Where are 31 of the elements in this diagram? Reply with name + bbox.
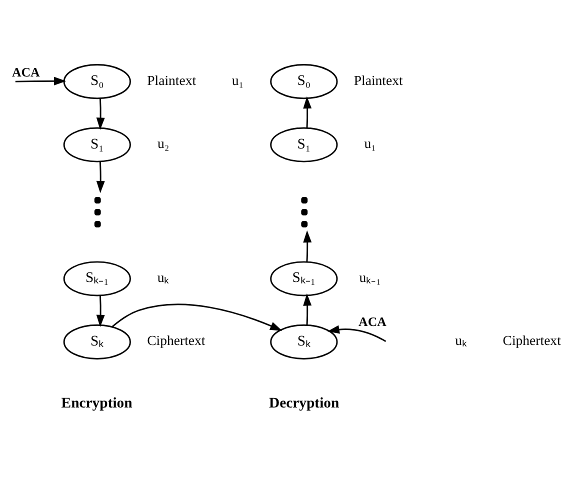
node-ellipse: S₁ xyxy=(63,127,131,162)
edge-label: ACA xyxy=(12,66,40,80)
node-label: u₁ xyxy=(232,72,244,88)
node-label: uₖ₋₁ xyxy=(359,270,381,285)
arrow xyxy=(303,294,312,325)
node-ellipse: S₀ xyxy=(63,64,131,100)
node-label: Plaintext xyxy=(354,72,403,88)
node-ellipse: Sₖ₋₁ xyxy=(270,261,338,296)
node-label: Ciphertext xyxy=(502,333,561,348)
arrow xyxy=(96,296,105,328)
node-label: uₖ xyxy=(157,270,170,285)
node-label: Ciphertext xyxy=(147,333,206,348)
node-ellipse: Sₖ xyxy=(63,324,131,360)
node-ellipse: Sₖ₋₁ xyxy=(63,261,131,296)
node-ellipse: Sₖ xyxy=(270,324,338,360)
arrow xyxy=(303,230,312,262)
arrow xyxy=(15,76,66,86)
edge-label: ACA xyxy=(358,315,386,330)
node-label: uₖ xyxy=(455,333,468,348)
node-label: u₂ xyxy=(157,136,170,151)
label: Decryption xyxy=(269,395,340,412)
node-ellipse: S₀ xyxy=(270,64,338,100)
arrow xyxy=(303,96,312,128)
arrow xyxy=(112,304,282,331)
arrow xyxy=(96,162,105,194)
node-label: u₁ xyxy=(364,136,376,151)
node-ellipse: S₁ xyxy=(270,127,338,162)
label: Encryption xyxy=(61,395,132,412)
node-label: Plaintext xyxy=(147,72,196,88)
arrow xyxy=(327,325,386,342)
arrow xyxy=(96,98,105,130)
